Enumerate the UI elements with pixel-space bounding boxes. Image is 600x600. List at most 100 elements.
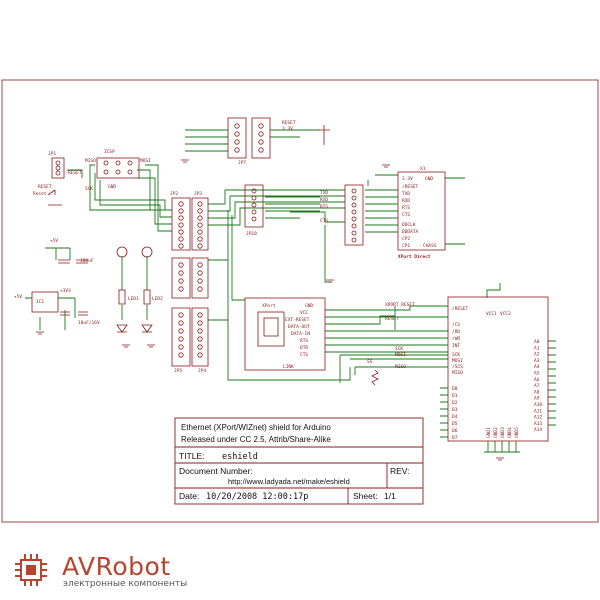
label-jp1: JP1 <box>48 151 56 157</box>
label-5v-a: +5V <box>50 238 58 244</box>
ground-symbols <box>36 159 504 461</box>
pin-gnd2: GND2 <box>493 427 499 438</box>
svg-text:CTS: CTS <box>300 352 308 358</box>
sheet-label: Sheet: <box>353 491 378 501</box>
label-sck: SCK <box>85 186 93 192</box>
label-jp2: JP2 <box>170 191 178 197</box>
pin-a8: A8 <box>534 389 540 395</box>
svg-text:RXD: RXD <box>402 198 410 204</box>
wiznet-chip <box>447 296 549 442</box>
pin-d7: D7 <box>452 435 458 441</box>
label-rxd-net: RXD <box>320 197 328 203</box>
jp7-header-a <box>227 117 247 159</box>
svg-text:CP2: CP2 <box>402 236 410 242</box>
pin-gnd3: GND3 <box>500 427 506 438</box>
svg-text:VCC: VCC <box>300 310 308 316</box>
label-jp10: JP10 <box>246 231 257 237</box>
brand-tagline: электронные компоненты <box>63 579 188 589</box>
svg-text:VCC2: VCC2 <box>500 311 511 317</box>
jp-header-mid-a <box>171 257 191 299</box>
svg-text:/RESET: /RESET <box>452 306 469 312</box>
pin-d1: D1 <box>452 393 458 399</box>
label-5v-b: +5V <box>14 294 22 300</box>
title-block: Ethernet (XPort/WIZnet) shield for Ardui… <box>174 417 424 505</box>
svg-text:GND: GND <box>425 176 433 182</box>
svg-text:/WR: /WR <box>452 336 460 342</box>
label-miso: MISO <box>85 158 96 164</box>
svg-text:MOSI: MOSI <box>395 352 406 358</box>
svg-text:DTR: DTR <box>300 345 308 351</box>
svg-text:100nF: 100nF <box>80 258 94 264</box>
pin-a5: A5 <box>534 371 540 377</box>
label-gnd-icsp: GND <box>108 184 116 190</box>
svg-text:CTS: CTS <box>402 212 410 218</box>
sheet-value: 1/1 <box>384 491 396 501</box>
chip-logo-icon <box>15 554 47 586</box>
svg-text:MISO: MISO <box>395 364 406 370</box>
svg-text:SCK: SCK <box>452 352 460 358</box>
label-jp4: JP4 <box>198 368 206 374</box>
jp-header-mid-b <box>191 257 209 299</box>
pin-a12: A12 <box>534 415 542 421</box>
label-xport-reset: XPORT_RESET <box>385 302 415 308</box>
pin-a1: A1 <box>534 345 540 351</box>
jp3-header <box>191 197 209 251</box>
parts <box>31 117 549 442</box>
label-reset-top: RESET <box>282 120 296 126</box>
title-value: eshield <box>222 452 258 462</box>
pin-gnd5: GND5 <box>514 427 520 438</box>
label-jp7: JP7 <box>238 160 246 166</box>
pin-d5: D5 <box>452 421 458 427</box>
regulator-ic1 <box>31 291 59 313</box>
jp4-header <box>191 307 209 367</box>
svg-text:10uF/16V: 10uF/16V <box>78 320 100 326</box>
jp5-header <box>171 307 191 367</box>
svg-text:MISO: MISO <box>452 370 463 376</box>
svg-text:GND: GND <box>305 303 313 309</box>
led1 <box>116 246 128 258</box>
svg-text:LED1: LED1 <box>128 296 139 302</box>
pin-d0: D0 <box>452 386 458 392</box>
label-3v3-top: 3.3V <box>282 126 293 132</box>
jp10-header <box>244 184 264 228</box>
svg-text:LINK: LINK <box>283 364 294 370</box>
svg-text:INT: INT <box>452 343 460 349</box>
pin-a10: A10 <box>534 402 542 408</box>
svg-text:3.3V: 3.3V <box>402 176 413 182</box>
label-cts-net: CTS <box>320 218 328 224</box>
pin-a11: A11 <box>534 408 542 414</box>
label-mosi: MOSI <box>140 158 151 164</box>
pin-d3: D3 <box>452 407 458 413</box>
svg-text:DDDATA: DDDATA <box>402 229 419 235</box>
pin-a14: A14 <box>534 427 542 433</box>
pin-d6: D6 <box>452 428 458 434</box>
pin-a7: A7 <box>534 383 540 389</box>
docnum-value: http://www.ladyada.net/make/eshield <box>228 477 350 486</box>
svg-text:RTS: RTS <box>402 205 410 211</box>
pin-a9: A9 <box>534 396 540 402</box>
jp1-header <box>51 157 65 179</box>
svg-text:EXT-RESET: EXT-RESET <box>285 317 310 323</box>
label-rts-net: RTS <box>320 204 328 210</box>
label-xport-direct: XPort Direct <box>398 254 431 260</box>
pin-a4: A4 <box>534 364 540 370</box>
label-jp5: JP5 <box>174 368 182 374</box>
jp2-header <box>171 197 191 251</box>
pin-gnd1: GND1 <box>486 427 492 438</box>
svg-text:CHASS: CHASS <box>423 243 437 249</box>
pin-d4: D4 <box>452 414 458 420</box>
pin-a0: A0 <box>534 339 540 345</box>
title-block-line1: Ethernet (XPort/WIZnet) shield for Ardui… <box>181 423 331 432</box>
label-jp3: JP3 <box>194 191 202 197</box>
reset-switch <box>47 189 62 206</box>
label-3v3-b: +3V3 <box>60 288 71 294</box>
icsp-header <box>96 157 140 179</box>
label-reset-2: RESET <box>385 316 399 322</box>
xport-direct-chip <box>397 171 446 251</box>
docnum-label: Document Number: <box>179 466 253 476</box>
svg-text:DDCLK: DDCLK <box>402 222 416 228</box>
svg-text:DATA-IN: DATA-IN <box>291 331 310 337</box>
